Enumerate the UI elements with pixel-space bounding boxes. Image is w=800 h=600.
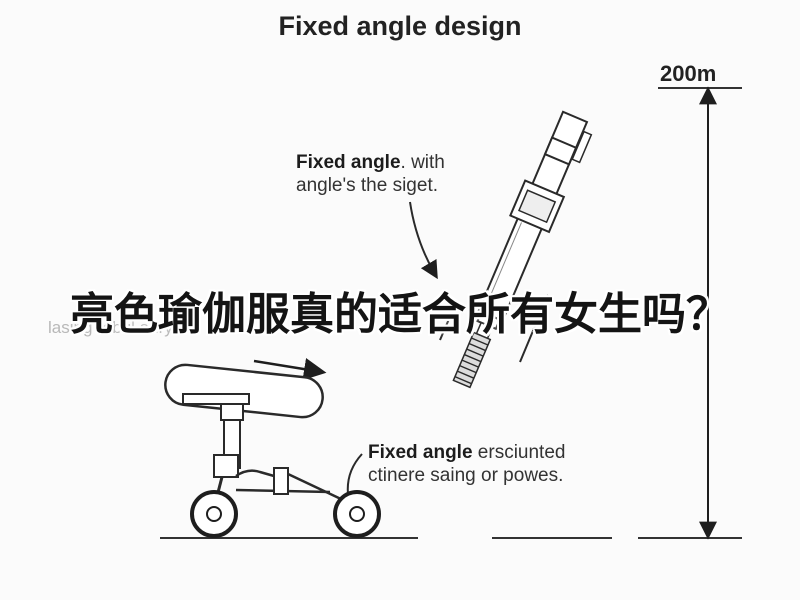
pole-side-rail [519, 294, 549, 363]
annotation-top-rest: . with [400, 152, 445, 173]
annotation-bottom-line2: ctinere saing or powes. [368, 465, 564, 486]
overlay-caption: 亮色瑜伽服真的适合所有女生吗？ [70, 289, 730, 340]
annotation-bottom: Fixed angle ersciunted ctinere saing or … [368, 441, 565, 487]
annotation-bottom-bold: Fixed angle [368, 442, 473, 463]
dimension-line [658, 86, 742, 540]
tilted-pole [452, 110, 593, 389]
scooter-illustration [164, 363, 381, 538]
annotation-top-bold: Fixed angle [296, 152, 401, 173]
pole-side-rail-2 [439, 311, 453, 341]
threaded-tip [452, 331, 492, 389]
annotation-top: Fixed angle. with angle's the siget. [296, 151, 445, 197]
annotation-bottom-rest: ersciunted [472, 442, 566, 463]
diagram-title: Fixed angle design [278, 11, 522, 41]
direction-arrow [253, 358, 327, 381]
pointer-arrow-top [409, 201, 438, 280]
faded-annotation: lasing rebul anryles. [48, 318, 200, 337]
dimension-label: 200m [660, 61, 717, 86]
annotation-top-line2: angle's the siget. [296, 175, 438, 196]
